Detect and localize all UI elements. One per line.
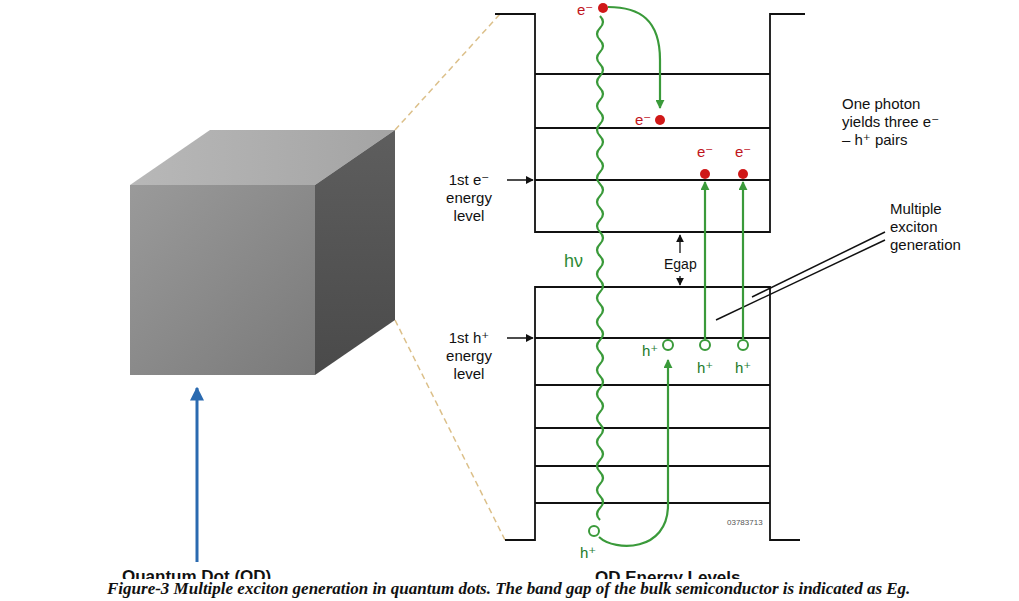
level-pointer — [507, 337, 533, 339]
cube-front — [130, 185, 315, 375]
gap-label: Egap — [664, 256, 697, 273]
hole-circle — [738, 340, 748, 350]
excitation-arrow — [742, 182, 744, 339]
hole-label: h⁺ — [642, 342, 658, 360]
gap-arrow — [679, 235, 680, 253]
electron-label: e⁻ — [735, 143, 751, 161]
annotation: One photon yields three e⁻ – h⁺ pairs — [842, 95, 942, 149]
photon-label: hν — [564, 251, 583, 273]
level-label: 1st e⁻ energy level — [436, 171, 502, 225]
pointer-arrow — [196, 388, 199, 562]
relaxation-arrow — [608, 7, 660, 108]
electron-label: e⁻ — [697, 143, 713, 161]
hole-label: h⁺ — [735, 359, 751, 377]
electron-dot — [738, 169, 748, 179]
electron-label: e⁻ — [635, 111, 651, 129]
energy-well — [495, 14, 805, 540]
cube-side — [315, 130, 395, 375]
hole-label: h⁺ — [697, 359, 713, 377]
level-label: 1st h⁺ energy level — [436, 329, 502, 383]
electron-dot — [700, 169, 710, 179]
leader-line — [752, 232, 885, 297]
level-pointer — [507, 179, 533, 181]
figure-id: 03783713 — [727, 518, 763, 528]
annotation: Multiple exciton generation — [890, 200, 990, 254]
hole-circle — [700, 340, 710, 350]
electron-dot — [655, 115, 665, 125]
figure-caption: Figure-3 Multiple exciton generation in … — [107, 579, 910, 599]
electron-label: e⁻ — [577, 1, 593, 19]
leader-line — [716, 240, 885, 320]
photon-wave — [597, 16, 603, 520]
guide-line — [395, 14, 500, 130]
excitation-arrow — [704, 182, 706, 339]
relaxation-arrow — [599, 360, 668, 546]
hole-circle — [589, 526, 599, 536]
hole-label: h⁺ — [580, 544, 596, 562]
gap-arrow — [679, 276, 680, 285]
guide-line — [395, 320, 505, 540]
electron-dot — [598, 3, 608, 13]
hole-circle — [663, 340, 673, 350]
